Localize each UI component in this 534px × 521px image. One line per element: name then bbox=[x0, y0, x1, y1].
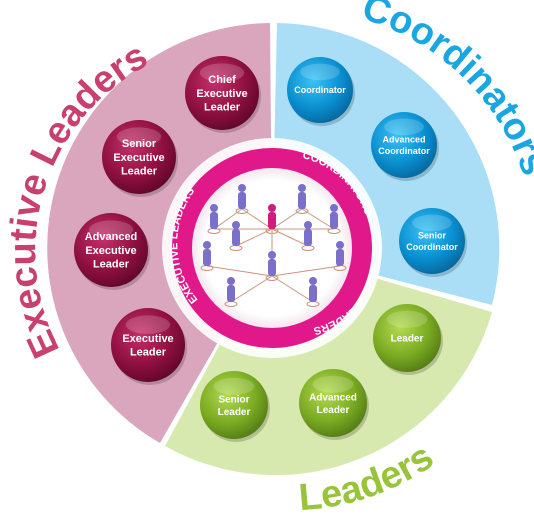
role-node-label: Leader bbox=[130, 347, 167, 359]
network-link bbox=[271, 275, 314, 303]
role-node-label: Chief bbox=[208, 74, 236, 86]
role-node-label: Executive bbox=[85, 245, 136, 257]
role-node-label: Leader bbox=[317, 405, 350, 416]
role-node-circle bbox=[200, 371, 268, 439]
role-node-circle bbox=[111, 308, 185, 382]
role-node-leaders-0: Leader bbox=[373, 304, 443, 375]
person-figure bbox=[229, 221, 243, 251]
role-node-label: Coordinator bbox=[378, 146, 430, 156]
role-node-label: Advanced bbox=[85, 231, 138, 243]
role-node-circle bbox=[299, 369, 367, 437]
role-node-circle bbox=[185, 56, 259, 130]
role-node-label: Leader bbox=[93, 259, 130, 271]
role-node-label: Executive bbox=[196, 88, 247, 100]
people-network-icon bbox=[200, 184, 347, 307]
person-figure bbox=[235, 184, 249, 214]
role-node-label: Coordinator bbox=[294, 85, 346, 95]
person-figure bbox=[327, 204, 341, 234]
person-figure-center bbox=[265, 204, 279, 234]
role-node-label: Executive bbox=[122, 333, 173, 345]
role-node-label: Executive bbox=[113, 152, 164, 164]
role-node-label: Leader bbox=[121, 166, 158, 178]
role-node-label: Senior bbox=[418, 231, 447, 241]
person-figure bbox=[295, 184, 309, 214]
role-node-label: Leader bbox=[204, 102, 241, 114]
role-node-circle bbox=[373, 304, 441, 372]
person-figure bbox=[333, 241, 347, 271]
role-node-label: Senior bbox=[122, 138, 157, 150]
person-figure bbox=[301, 221, 315, 251]
person-figure bbox=[224, 277, 238, 307]
role-node-label: Advanced bbox=[309, 392, 357, 403]
role-node-circle bbox=[399, 208, 465, 274]
network-link bbox=[230, 275, 273, 303]
role-node-coordinators-0: Coordinator bbox=[287, 57, 355, 126]
person-figure bbox=[207, 204, 221, 234]
role-node-label: Coordinator bbox=[406, 242, 458, 252]
role-nodes: ChiefExecutiveLeaderSeniorExecutiveLeade… bbox=[74, 56, 467, 442]
role-node-circle bbox=[74, 213, 148, 287]
person-figure bbox=[200, 241, 214, 271]
network-link bbox=[206, 265, 273, 277]
person-figure bbox=[265, 251, 279, 281]
role-node-circle bbox=[287, 57, 353, 123]
role-node-label: Advanced bbox=[382, 135, 425, 145]
role-node-label: Senior bbox=[218, 394, 249, 405]
role-node-label: Leader bbox=[391, 334, 424, 345]
role-node-label: Leader bbox=[218, 407, 251, 418]
network-link bbox=[271, 265, 341, 277]
role-node-circle bbox=[102, 120, 176, 194]
role-node-circle bbox=[371, 112, 437, 178]
person-figure bbox=[306, 277, 320, 307]
